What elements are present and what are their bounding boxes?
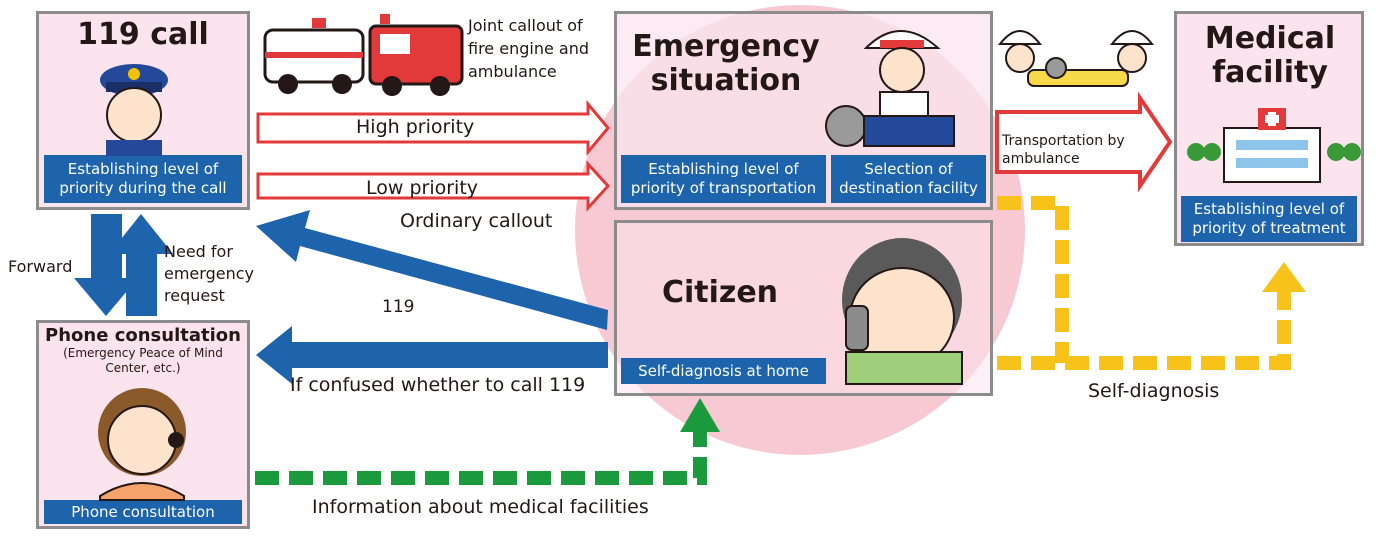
transport-text: Transportation by ambulance bbox=[1002, 133, 1125, 167]
operator-headset-icon bbox=[98, 388, 186, 501]
citizen-label: Self-diagnosis at home bbox=[621, 358, 826, 384]
citizen-on-phone-icon bbox=[842, 238, 963, 385]
call-119-arrow bbox=[256, 210, 608, 330]
citizen-title: Citizen bbox=[661, 275, 779, 310]
self-diagnosis-connector bbox=[997, 292, 1291, 370]
info-medical-text: Information about medical facilities bbox=[312, 496, 649, 518]
ambulance-icon bbox=[263, 18, 365, 94]
emergency-title: Emergency situation bbox=[632, 29, 820, 98]
emergency-label-left: Establishing level of priority of transp… bbox=[621, 155, 826, 203]
police-officer-icon bbox=[100, 64, 168, 156]
need-request-arrow bbox=[109, 214, 173, 316]
info-medical-connector bbox=[255, 432, 707, 485]
ordinary-callout-text: Ordinary callout bbox=[400, 210, 553, 232]
emergency-to-selfdiag-connector bbox=[997, 196, 1069, 363]
info-medical-arrowhead bbox=[680, 398, 720, 432]
forward-text: Forward bbox=[8, 257, 73, 276]
emergency-label-right: Selection of destination facility bbox=[831, 155, 986, 203]
call119-title: 119 call bbox=[77, 17, 209, 52]
phone-consultation-subtitle: (Emergency Peace of Mind Center, etc.) bbox=[63, 346, 223, 375]
call119-label: Establishing level of priority during th… bbox=[44, 155, 242, 203]
low-priority-text: Low priority bbox=[366, 177, 479, 199]
first-aid-rescuer-icon bbox=[825, 30, 955, 147]
need-request-text: Need for emergency request bbox=[164, 242, 254, 305]
hospital-icon bbox=[1187, 108, 1361, 183]
confused-text: If confused whether to call 119 bbox=[290, 374, 586, 396]
medical-label: Establishing level of priority of treatm… bbox=[1181, 196, 1357, 242]
high-priority-text: High priority bbox=[356, 116, 475, 138]
fire-engine-icon bbox=[368, 14, 464, 96]
phone-consultation-label: Phone consultation bbox=[44, 500, 242, 524]
self-diagnosis-arrowhead bbox=[1262, 262, 1306, 292]
call-119-text: 119 bbox=[382, 297, 415, 317]
confused-arrow bbox=[256, 326, 608, 384]
low-priority-arrow bbox=[256, 160, 611, 212]
stretcher-team-icon bbox=[997, 30, 1155, 87]
high-priority-arrow bbox=[256, 99, 610, 157]
self-diagnosis-text: Self-diagnosis bbox=[1088, 380, 1220, 402]
transport-arrow bbox=[995, 91, 1173, 193]
phone-consultation-title: Phone consultation bbox=[45, 325, 241, 346]
joint-callout-text: Joint callout of fire engine and ambulan… bbox=[468, 16, 589, 81]
medical-title: Medical facility bbox=[1204, 21, 1336, 90]
